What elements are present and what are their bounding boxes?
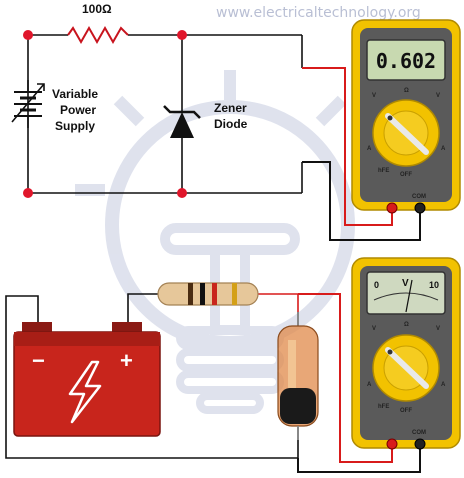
svg-text:Ω: Ω xyxy=(404,322,409,328)
probe-lead-red-bottom xyxy=(298,293,393,463)
analog-multimeter: 0 V 10 V Ω V A A hFE OFF COM xyxy=(351,257,461,450)
svg-text:A: A xyxy=(367,382,372,388)
digital-multimeter: 0.602 V Ω V A A hFE OFF COM xyxy=(351,19,461,214)
analog-dial-pointer xyxy=(385,347,429,389)
analog-meter-off: OFF xyxy=(400,408,412,414)
supply-label-line1: Variable xyxy=(52,87,98,101)
digital-jack-black[interactable] xyxy=(414,202,426,214)
physical-resistor xyxy=(157,282,259,306)
svg-text:A: A xyxy=(367,146,372,152)
variable-power-supply-symbol xyxy=(11,80,45,128)
supply-label-line2: Power xyxy=(60,103,96,117)
node-bottom-left xyxy=(23,188,33,198)
digital-jack-red[interactable] xyxy=(386,202,398,214)
top-circuit: 100Ω Variable Power Supply Zener Diode xyxy=(11,2,421,241)
digital-display xyxy=(366,39,446,81)
resistor-label: 100Ω xyxy=(82,2,112,16)
svg-text:V: V xyxy=(372,326,376,332)
svg-text:A: A xyxy=(441,382,446,388)
wire-resistor-to-diode xyxy=(254,293,299,312)
digital-meter-off: OFF xyxy=(400,172,412,178)
analog-jack-black[interactable] xyxy=(414,438,426,450)
wire-battery-minus xyxy=(5,295,299,459)
probe-lead-black-top xyxy=(302,161,421,241)
zener-diode-symbol xyxy=(163,105,201,138)
digital-reading: 0.602 xyxy=(376,49,436,73)
node-bottom-mid xyxy=(177,188,187,198)
resistor-symbol xyxy=(67,25,129,45)
svg-text:V: V xyxy=(436,93,440,99)
battery-plus: + xyxy=(120,348,133,373)
physical-zener-diode xyxy=(277,312,319,440)
battery: − + xyxy=(13,322,161,437)
zener-label-line1: Zener xyxy=(214,101,247,115)
probe-lead-black-bottom xyxy=(297,448,421,473)
analog-meter-hfe: hFE xyxy=(378,404,389,410)
probe-lead-red-top xyxy=(302,67,393,226)
analog-scale-unit: V xyxy=(402,278,409,289)
supply-label-line3: Supply xyxy=(55,119,95,133)
svg-text:V: V xyxy=(372,93,376,99)
battery-minus: − xyxy=(32,348,45,373)
node-top-mid xyxy=(177,30,187,40)
watermark-text: www.electricaltechnology.org xyxy=(216,5,421,21)
digital-meter-hfe: hFE xyxy=(378,168,389,174)
analog-meter-com: COM xyxy=(412,430,426,436)
digital-meter-com: COM xyxy=(412,194,426,200)
analog-jack-red[interactable] xyxy=(386,438,398,450)
node-top-left xyxy=(23,30,33,40)
svg-text:Ω: Ω xyxy=(404,88,409,94)
bottom-circuit: − + xyxy=(5,282,421,473)
lightning-bolt-icon xyxy=(68,360,102,424)
analog-scale-max: 10 xyxy=(429,280,439,290)
digital-dial-pointer xyxy=(385,113,429,155)
wire-battery-plus xyxy=(127,293,162,322)
analog-needle xyxy=(405,279,413,313)
svg-text:A: A xyxy=(441,146,446,152)
watermark-bulb-logo xyxy=(75,70,385,414)
analog-scale-min: 0 xyxy=(374,280,379,290)
zener-label-line2: Diode xyxy=(214,117,248,131)
svg-text:V: V xyxy=(436,326,440,332)
